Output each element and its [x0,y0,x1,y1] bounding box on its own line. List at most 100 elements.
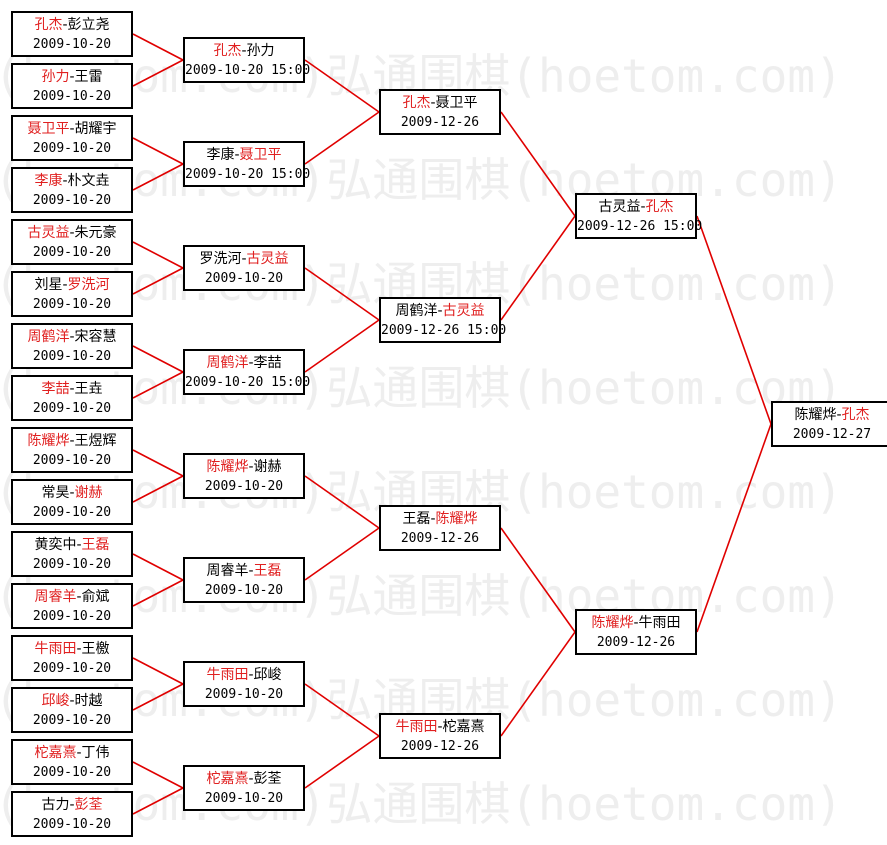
player-name: 孙力 [41,69,70,85]
match-players: 邱峻-时越 [13,692,131,711]
match-date: 2009-12-26 [596,635,676,650]
vs-dash: - [76,641,82,657]
match-players: 陈耀烨-谢赫 [185,458,303,477]
player-name: 柁嘉熹 [34,745,77,761]
match-date: 2009-10-20 15:00 [185,375,311,390]
player-name: 古灵益 [246,251,289,267]
match-players: 黄奕中-王磊 [13,536,131,555]
player-name: 彭荃 [253,771,282,787]
player-name: 牛雨田 [206,667,249,683]
connector-line [132,371,184,399]
vs-dash: - [430,95,436,111]
player-name: 彭荃 [74,797,103,813]
player-name: 王垚 [74,381,103,397]
match-box: 罗洗河-古灵益 2009-10-20 [183,245,305,291]
match-players: 周睿羊-俞斌 [13,588,131,607]
match-date: 2009-12-26 [400,115,480,130]
match-box: 陈耀烨-谢赫 2009-10-20 [183,453,305,499]
player-name: 王磊 [81,537,110,553]
player-name: 陈耀烨 [206,459,249,475]
match-players: 李喆-王垚 [13,380,131,399]
player-name: 牛雨田 [638,615,681,631]
connector-line [132,163,184,191]
player-name: 王磊 [253,563,282,579]
connector-line [304,527,380,581]
vs-dash: - [640,199,646,215]
player-name: 牛雨田 [395,719,438,735]
match-date: 2009-10-20 [32,245,112,260]
player-name: 陈耀烨 [591,615,634,631]
connector-line [132,787,184,815]
player-name: 彭立尧 [67,17,110,33]
player-name: 王雷 [74,69,103,85]
match-date: 2009-10-20 [32,37,112,52]
vs-dash: - [430,511,436,527]
match-players: 王磊-陈耀烨 [381,510,499,529]
match-box: 周睿羊-俞斌 2009-10-20 [11,583,133,629]
vs-dash: - [69,121,75,137]
match-date: 2009-10-20 [32,349,112,364]
player-name: 李喆 [41,381,70,397]
match-date: 2009-10-20 [32,817,112,832]
match-date: 2009-10-20 [32,297,112,312]
player-name: 周鹤洋 [206,355,249,371]
player-name: 孔杰 [841,407,870,423]
vs-dash: - [836,407,842,423]
player-name: 古灵益 [598,199,641,215]
match-date: 2009-10-20 [32,661,112,676]
vs-dash: - [248,667,254,683]
player-name: 王磊 [402,511,431,527]
connector-line [304,683,380,737]
connector-line [132,33,184,61]
match-date: 2009-10-20 [204,479,284,494]
vs-dash: - [241,251,247,267]
player-name: 黄奕中 [34,537,77,553]
match-date: 2009-10-20 [32,141,112,156]
connector-line [304,319,380,373]
match-date: 2009-10-20 [204,271,284,286]
player-name: 宋容慧 [74,329,117,345]
match-players: 周鹤洋-宋容慧 [13,328,131,347]
player-name: 陈耀烨 [794,407,837,423]
connector-line [132,345,184,373]
player-name: 古灵益 [442,303,485,319]
player-name: 陈耀烨 [27,433,70,449]
vs-dash: - [69,485,75,501]
player-name: 李康 [34,173,63,189]
match-players: 古灵益-朱元豪 [13,224,131,243]
connector-line [304,111,380,165]
player-name: 罗洗河 [67,277,110,293]
vs-dash: - [76,745,82,761]
match-date: 2009-12-26 [400,531,480,546]
match-date: 2009-10-20 [32,609,112,624]
player-name: 孙力 [246,43,275,59]
match-date: 2009-10-20 [32,557,112,572]
connector-line [132,241,184,269]
vs-dash: - [69,381,75,397]
player-name: 罗洗河 [199,251,242,267]
vs-dash: - [69,693,75,709]
match-players: 古灵益-孔杰 [577,198,695,217]
match-date: 2009-10-20 15:00 [185,167,311,182]
connector-line [132,59,184,87]
match-players: 孔杰-孙力 [185,42,303,61]
match-date: 2009-10-20 [32,193,112,208]
match-players: 聂卫平-胡耀宇 [13,120,131,139]
connector-line [132,137,184,165]
player-name: 柁嘉熹 [442,719,485,735]
match-date: 2009-10-20 [32,453,112,468]
vs-dash: - [69,433,75,449]
player-name: 孔杰 [402,95,431,111]
